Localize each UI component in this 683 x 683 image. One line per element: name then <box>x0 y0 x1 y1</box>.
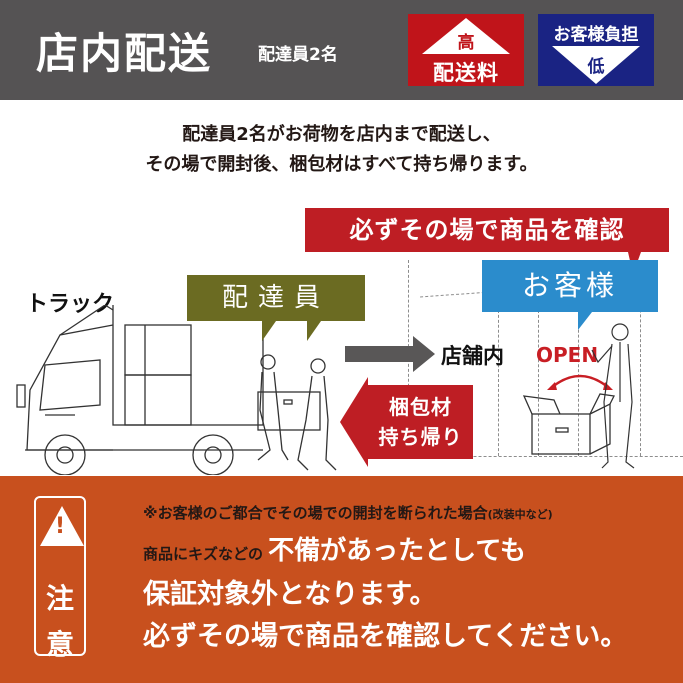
customer-figure-illustration-icon <box>591 323 635 469</box>
delivery-workers-illustration-icon <box>257 354 337 471</box>
notice-line-2-prefix: 商品にキズなどの <box>143 545 264 563</box>
packaging-return-arrow: 梱包材 持ち帰り <box>368 385 473 459</box>
speech-tail <box>307 321 321 341</box>
open-label: OPEN <box>536 343 599 367</box>
shipping-fee-label: 配送料 <box>433 61 499 85</box>
right-arrow-head-icon <box>413 336 435 372</box>
left-arrow-head-icon <box>340 377 368 467</box>
truck-illustration-icon <box>16 305 264 475</box>
down-triangle-icon <box>552 46 640 84</box>
shipping-fee-badge: 高 配送料 <box>408 14 524 86</box>
packaging-return-line-1: 梱包材 <box>389 395 452 419</box>
intro-line-2: その場で開封後、梱包材はすべて持ち帰ります。 <box>145 154 538 175</box>
delivery-illustration: 必ずその場で商品を確認 お客様 トラック <box>0 200 683 475</box>
customer-cost-level: 低 <box>587 57 605 77</box>
truck-label: トラック <box>26 292 115 317</box>
store-outline <box>498 310 499 456</box>
notice-line-4: 必ずその場で商品を確認してください。 <box>143 621 628 652</box>
customer-banner: お客様 <box>482 260 658 312</box>
store-outline <box>640 260 641 456</box>
notice-line-1-note: (改装中など) <box>487 508 553 521</box>
shipping-fee-level: 高 <box>457 33 475 53</box>
right-arrow-icon <box>345 346 413 362</box>
intro-line-1: 配達員2名がお荷物を店内まで配送し、 <box>182 124 501 145</box>
speech-tail <box>262 321 276 341</box>
store-outline <box>538 310 539 456</box>
caution-notice: ! 注 意 ※お客様のご都合でその場での開封を断られた場合(改装中など) 商品に… <box>0 476 683 683</box>
store-outline <box>578 310 579 456</box>
page-subtitle: 配達員2名 <box>258 45 338 65</box>
delivery-staff-banner: 配達員 <box>187 275 365 321</box>
store-outline <box>408 456 683 457</box>
notice-line-1: ※お客様のご都合でその場での開封を断られた場合(改装中など) <box>143 502 553 523</box>
warning-triangle-icon <box>40 506 84 546</box>
caution-label: 注 意 <box>36 576 84 668</box>
notice-line-2-emphasis: 不備があったとしても <box>268 536 527 566</box>
open-box-illustration-icon <box>522 393 615 455</box>
intro-text: 配達員2名がお荷物を店内まで配送し、 その場で開封後、梱包材はすべて持ち帰ります… <box>0 120 683 180</box>
header-bar: 店内配送 配達員2名 高 配送料 お客様負担 低 <box>0 0 683 100</box>
customer-cost-badge: お客様負担 低 <box>538 14 654 86</box>
store-interior-label: 店舗内 <box>441 344 504 368</box>
speech-tail <box>578 312 592 330</box>
exclamation-mark: ! <box>54 514 66 539</box>
caution-char-2: 意 <box>45 628 74 661</box>
page-title: 店内配送 <box>36 29 213 78</box>
caution-badge: ! 注 意 <box>34 496 86 661</box>
confirm-on-site-banner: 必ずその場で商品を確認 <box>305 208 669 252</box>
notice-line-1-text: ※お客様のご都合でその場での開封を断られた場合 <box>143 504 488 522</box>
up-triangle-icon <box>422 18 510 54</box>
store-outline <box>420 291 490 298</box>
caution-char-1: 注 <box>45 582 74 615</box>
packaging-return-line-2: 持ち帰り <box>378 425 463 449</box>
notice-line-2: 商品にキズなどの 不備があったとしても <box>143 530 526 567</box>
notice-line-3: 保証対象外となります。 <box>143 579 437 610</box>
customer-cost-label: お客様負担 <box>553 25 639 45</box>
